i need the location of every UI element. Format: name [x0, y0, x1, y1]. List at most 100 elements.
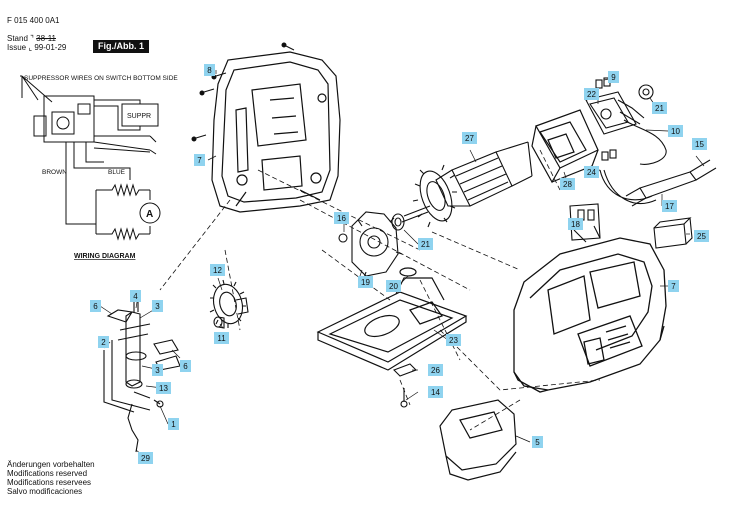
callout-number: 3	[155, 302, 160, 311]
callout-13: 13	[156, 382, 171, 394]
callout-number: 10	[671, 127, 680, 136]
callout-3: 3	[152, 300, 163, 312]
callout-29: 29	[138, 452, 153, 464]
callout-number: 19	[361, 278, 370, 287]
callout-box	[204, 64, 215, 76]
callout-box	[652, 102, 667, 114]
callout-2: 2	[98, 336, 109, 348]
callout-number: 3	[155, 366, 160, 375]
blade-clamp	[393, 363, 417, 408]
brown-label: BROWN	[42, 169, 67, 176]
callout-box	[152, 300, 163, 312]
callout-box	[152, 364, 163, 376]
callout-number: 9	[611, 73, 616, 82]
callout-number: 4	[133, 292, 138, 301]
wiring-diagram-title: WIRING DIAGRAM	[74, 253, 136, 260]
callout-7: 7	[194, 154, 205, 166]
brush-holder-assembly	[585, 77, 667, 205]
callout-box	[180, 360, 191, 372]
callout-box	[668, 280, 679, 292]
callout-number: 21	[421, 240, 430, 249]
stand-line: Stand ⌝ 38-11	[7, 34, 56, 43]
callout-number: 29	[141, 454, 150, 463]
callout-box	[694, 230, 709, 242]
callout-6: 6	[90, 300, 101, 312]
callout-number: 24	[587, 168, 596, 177]
callout-number: 27	[465, 134, 474, 143]
callout-number: 11	[217, 334, 226, 343]
callout-box	[418, 238, 433, 250]
callout-number: 23	[449, 336, 458, 345]
power-cord	[625, 159, 717, 207]
part-number: F 015 400 0A1	[7, 16, 60, 25]
figure-label: Fig./Abb. 1	[93, 40, 149, 53]
callout-number: 8	[207, 66, 212, 75]
field-coil-upper	[96, 183, 150, 197]
bearing-rear	[638, 84, 654, 100]
callout-10: 10	[668, 125, 683, 137]
callout-number: 1	[171, 420, 176, 429]
callout-21: 21	[652, 102, 667, 114]
footer-line: Salvo modificaciones	[7, 487, 83, 496]
callout-3: 3	[152, 364, 163, 376]
callout-number: 28	[563, 180, 572, 189]
switch-body-sketch	[43, 95, 95, 143]
armature-assembly	[391, 141, 533, 231]
fan	[419, 170, 453, 222]
callout-number: 25	[697, 232, 706, 241]
callout-box	[194, 154, 205, 166]
callout-box	[98, 336, 109, 348]
callout-number: 14	[431, 388, 440, 397]
callout-6: 6	[180, 360, 191, 372]
callout-23: 23	[446, 334, 461, 346]
callout-number: 21	[655, 104, 664, 113]
callout-box	[532, 436, 543, 448]
washer	[338, 233, 348, 243]
callout-box	[358, 276, 373, 288]
callout-box	[156, 382, 171, 394]
callout-25: 25	[694, 230, 709, 242]
callout-number: 22	[587, 90, 596, 99]
footer-line: Modifications reservees	[7, 478, 92, 487]
callout-7: 7	[668, 280, 679, 292]
motor-symbol	[139, 202, 161, 224]
callout-number: 15	[695, 140, 704, 149]
callout-17: 17	[662, 200, 677, 212]
adjusting-clamp	[399, 267, 417, 277]
callout-leaders	[99, 70, 705, 459]
callout-box	[560, 178, 575, 190]
suppressor-capacitor	[653, 217, 693, 249]
callout-box	[214, 332, 229, 344]
footer-line: Änderungen vorbehalten	[7, 460, 95, 469]
suppressor-note: SUPPRESSOR WIRES ON SWITCH BOTTOM SIDE	[24, 75, 178, 82]
callout-number: 20	[389, 282, 398, 291]
callout-box	[90, 300, 101, 312]
callout-number: 7	[671, 282, 676, 291]
callout-box	[130, 290, 141, 302]
callout-box	[168, 418, 179, 430]
callout-number: 7	[197, 156, 202, 165]
stand-label: Stand	[7, 34, 28, 43]
callout-5: 5	[532, 436, 543, 448]
footer-notes: Änderungen vorbehalten Modifications res…	[7, 460, 95, 496]
callout-24: 24	[584, 166, 599, 178]
callout-18: 18	[568, 218, 583, 230]
callout-number: 2	[101, 338, 106, 347]
wiring-diagram: SUPPRESSOR WIRES ON SWITCH BOTTOM SIDE S…	[20, 75, 178, 260]
motor-label: A	[146, 209, 153, 220]
callout-number: 6	[93, 302, 98, 311]
callout-21: 21	[418, 238, 433, 250]
callout-8: 8	[204, 64, 215, 76]
field-coil-lower	[96, 227, 150, 241]
callout-28: 28	[560, 178, 575, 190]
callout-box	[568, 218, 583, 230]
callout-15: 15	[692, 138, 707, 150]
callout-number: 16	[337, 214, 346, 223]
callout-20: 20	[386, 280, 401, 292]
callout-box	[662, 200, 677, 212]
callout-22: 22	[584, 88, 599, 100]
callout-16: 16	[334, 212, 349, 224]
callout-box	[334, 212, 349, 224]
